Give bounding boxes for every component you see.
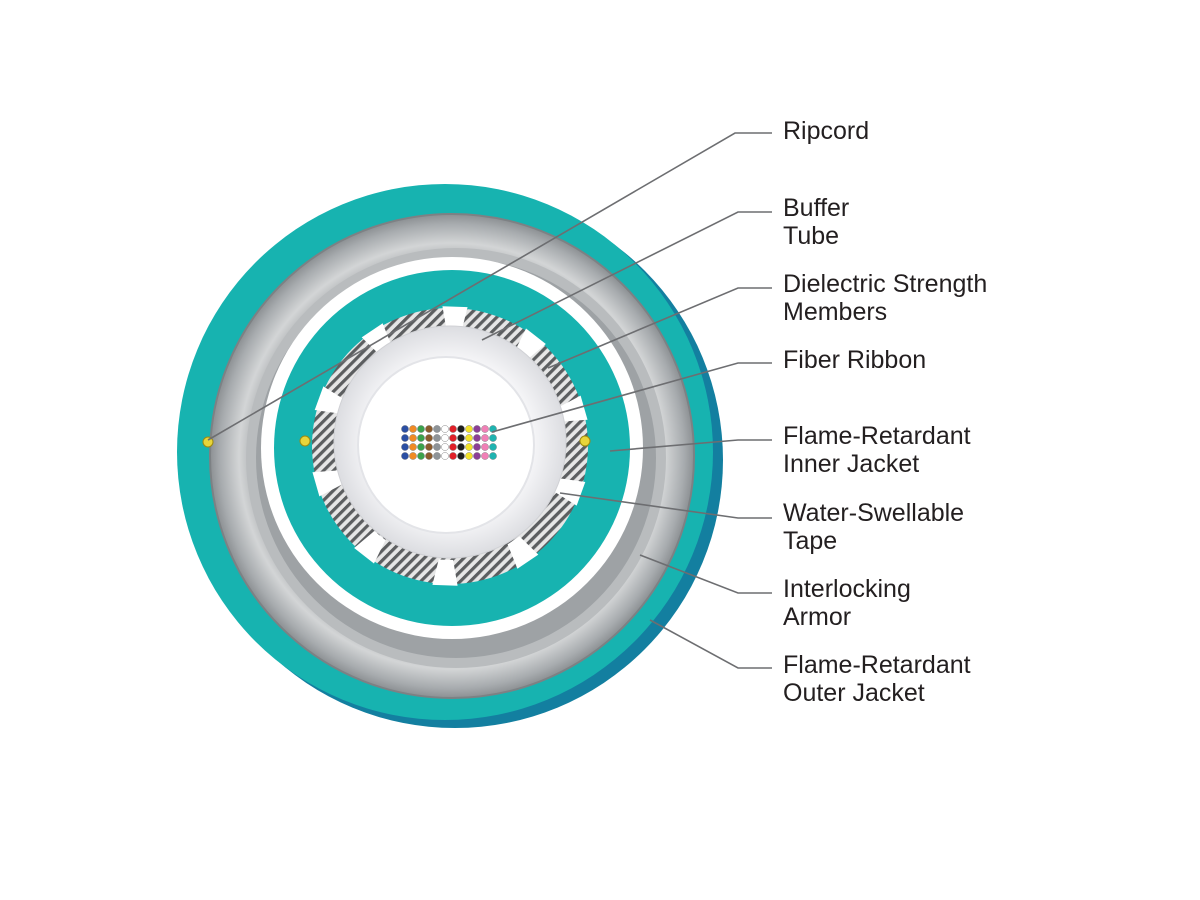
fiber-dot bbox=[409, 425, 417, 433]
fiber-dot bbox=[481, 452, 489, 460]
fiber-dot bbox=[449, 452, 457, 460]
callout-labels: Ripcord Buffer Tube Dielectric Strength … bbox=[783, 117, 994, 707]
fiber-dot bbox=[417, 425, 425, 433]
fiber-dot bbox=[449, 443, 457, 451]
fiber-dot bbox=[441, 443, 449, 451]
fiber-dot bbox=[409, 434, 417, 442]
label-fiber-ribbon: Fiber Ribbon bbox=[783, 346, 926, 374]
leader-lines bbox=[207, 132, 772, 669]
fiber-dot bbox=[417, 443, 425, 451]
label-water-swellable-tape: Water-Swellable Tape bbox=[783, 499, 971, 555]
fiber-dot bbox=[473, 425, 481, 433]
fiber-dot bbox=[449, 434, 457, 442]
fiber-dot bbox=[465, 434, 473, 442]
fiber-dot bbox=[441, 425, 449, 433]
fiber-dot bbox=[465, 452, 473, 460]
fiber-dot bbox=[425, 443, 433, 451]
fiber-dot bbox=[457, 434, 465, 442]
label-interlocking-armor: Interlocking Armor bbox=[783, 575, 918, 631]
fiber-dot bbox=[489, 434, 497, 442]
leader-outer-jacket bbox=[649, 619, 772, 669]
fiber-dot bbox=[433, 425, 441, 433]
fiber-dot bbox=[433, 434, 441, 442]
fiber-dot bbox=[481, 425, 489, 433]
fiber-dot bbox=[465, 425, 473, 433]
fiber-dot bbox=[425, 434, 433, 442]
strength-member-gap bbox=[507, 536, 539, 569]
fiber-dot bbox=[489, 452, 497, 460]
fiber-dot bbox=[425, 452, 433, 460]
strength-member-gap bbox=[432, 559, 458, 586]
leader-interlocking-armor bbox=[639, 554, 772, 594]
fiber-ribbon bbox=[401, 425, 497, 460]
fiber-dot bbox=[409, 452, 417, 460]
fiber-dot bbox=[425, 425, 433, 433]
strength-member-gap bbox=[354, 531, 386, 564]
ripcord-dot bbox=[579, 435, 591, 447]
fiber-dot bbox=[473, 443, 481, 451]
fiber-dot bbox=[481, 443, 489, 451]
fiber-dot bbox=[489, 443, 497, 451]
fiber-dot bbox=[457, 443, 465, 451]
fiber-dot bbox=[401, 434, 409, 442]
fiber-dot bbox=[457, 452, 465, 460]
fiber-dot bbox=[441, 434, 449, 442]
label-dielectric-strength-members: Dielectric Strength Members bbox=[783, 270, 994, 326]
leader-buffer-tube bbox=[481, 211, 772, 341]
fiber-dot bbox=[457, 425, 465, 433]
leader-fiber-ribbon bbox=[491, 362, 772, 433]
fiber-dot bbox=[409, 443, 417, 451]
label-flame-retardant-inner-jacket: Flame-Retardant Inner Jacket bbox=[783, 422, 978, 478]
fiber-dot bbox=[433, 443, 441, 451]
ripcord-dot bbox=[299, 435, 311, 447]
fiber-dot bbox=[473, 434, 481, 442]
fiber-dot bbox=[433, 452, 441, 460]
leader-water-swellable-tape bbox=[559, 492, 772, 519]
fiber-dot bbox=[473, 452, 481, 460]
leader-inner-jacket bbox=[609, 439, 772, 452]
leader-ripcord bbox=[207, 132, 772, 441]
strength-member-gap bbox=[312, 470, 343, 497]
fiber-dot bbox=[449, 425, 457, 433]
fiber-dot bbox=[417, 434, 425, 442]
label-ripcord: Ripcord bbox=[783, 117, 869, 145]
fiber-dot bbox=[441, 452, 449, 460]
fiber-dot bbox=[401, 443, 409, 451]
leader-dielectric-strength-members bbox=[547, 287, 772, 369]
fiber-dot bbox=[401, 452, 409, 460]
fiber-dot bbox=[465, 443, 473, 451]
strength-member-gap bbox=[314, 386, 346, 414]
ripcords bbox=[202, 435, 591, 448]
label-buffer-tube: Buffer Tube bbox=[783, 194, 856, 250]
label-flame-retardant-outer-jacket: Flame-Retardant Outer Jacket bbox=[783, 651, 978, 707]
ripcord-dot bbox=[202, 436, 214, 448]
strength-member-gap bbox=[554, 478, 586, 506]
fiber-dot bbox=[401, 425, 409, 433]
fiber-dot bbox=[417, 452, 425, 460]
fiber-dot bbox=[481, 434, 489, 442]
